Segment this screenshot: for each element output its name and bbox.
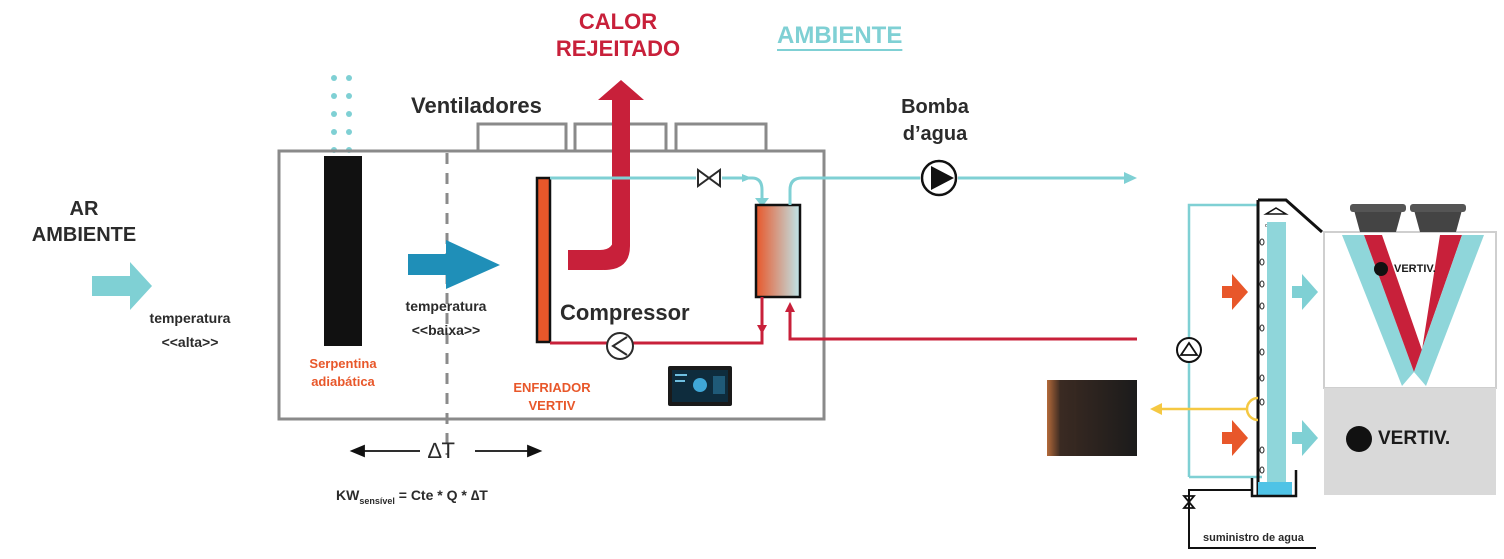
temp-low-line1: temperatura [405, 298, 487, 314]
ambient-air-line2: AMBIENTE [31, 224, 137, 246]
media-pad-image [1047, 380, 1137, 456]
hot-air-arrow-icon [1222, 274, 1248, 456]
coil-line2: adiabática [311, 374, 375, 389]
vertiv-mark-icon [1374, 262, 1388, 276]
fans-label: Ventiladores [411, 93, 542, 118]
chiller-label: ENFRIADOR VERTIV [497, 379, 607, 415]
pump-label: Bomba d’agua [880, 94, 990, 148]
circulation-pump-icon [1176, 337, 1202, 363]
temp-high-label: temperatura <<alta>> [122, 306, 258, 354]
ambient-air-line1: AR [69, 198, 99, 220]
water-film-column [1267, 222, 1286, 492]
falling-droplets-icon [1259, 238, 1265, 474]
water-droplets-icon [331, 75, 352, 153]
vertiv-logo-large-text: VERTIV. [1378, 428, 1451, 449]
ambient-air-label: AR AMBIENTE [4, 196, 164, 248]
temp-high-line1: temperatura [149, 310, 231, 326]
compressor-label: Compressor [560, 300, 690, 325]
pump-line2: d’agua [902, 123, 968, 145]
temp-high-line2: <<alta>> [161, 334, 219, 350]
water-basin [1250, 470, 1298, 498]
ambient-air-arrow-icon [92, 262, 152, 310]
adiabatic-coil [324, 156, 362, 346]
formula-subscript: sensível [359, 495, 395, 506]
delta-t-arrows [349, 444, 543, 458]
temp-low-line2: <<baixa>> [411, 322, 481, 338]
cool-air-arrow-icon [408, 240, 500, 289]
water-supply-line [1188, 489, 1316, 549]
pump-line1: Bomba [901, 96, 969, 118]
rejected-heat-arrow-icon [568, 80, 644, 270]
controller-display-icon [668, 366, 732, 406]
water-pump-icon [920, 159, 958, 197]
coil-line1: Serpentina [309, 356, 377, 371]
water-pipe [788, 176, 1125, 205]
supply-valve-icon [1182, 495, 1196, 509]
heat-rejected-line1: CALOR [578, 9, 658, 34]
vertiv-logo-large: VERTIV. [1346, 426, 1450, 452]
temp-low-label: temperatura <<baixa>> [378, 294, 514, 342]
coil-label: Serpentina adiabática [284, 355, 402, 391]
ambient-heading: AMBIENTE [777, 22, 903, 49]
vertiv-logo-small-text: VERTIV. [1394, 263, 1436, 275]
heat-exchanger [754, 203, 802, 299]
chiller-coil [535, 176, 552, 344]
drain-line [1158, 396, 1259, 422]
coolant-pipe [550, 176, 764, 205]
unit-housing [277, 149, 826, 421]
heat-rejected-label: CALOR REJEITADO [548, 8, 688, 62]
spray-water-loop [1187, 203, 1262, 479]
compressor-icon [606, 332, 634, 360]
formula-rest: = Cte * Q * ∆T [394, 487, 488, 503]
formula: KWsensível = Cte * Q * ∆T [336, 487, 488, 506]
vertiv-mark-large-icon [1346, 426, 1372, 452]
water-supply-label: suministro de agua [1203, 532, 1304, 544]
heat-rejected-line2: REJEITADO [555, 36, 681, 61]
cool-air-out-arrow-icon [1292, 274, 1318, 456]
vertiv-chiller-unit [1323, 204, 1497, 495]
chiller-line1: ENFRIADOR [513, 380, 591, 395]
chiller-line2: VERTIV [528, 398, 576, 413]
delta-t-label: ∆T [428, 438, 455, 463]
formula-kw: KW [336, 487, 360, 503]
refrigerant-pipe [550, 297, 1137, 345]
vertiv-logo-small: VERTIV. [1374, 262, 1436, 276]
valve-icon [697, 168, 721, 188]
